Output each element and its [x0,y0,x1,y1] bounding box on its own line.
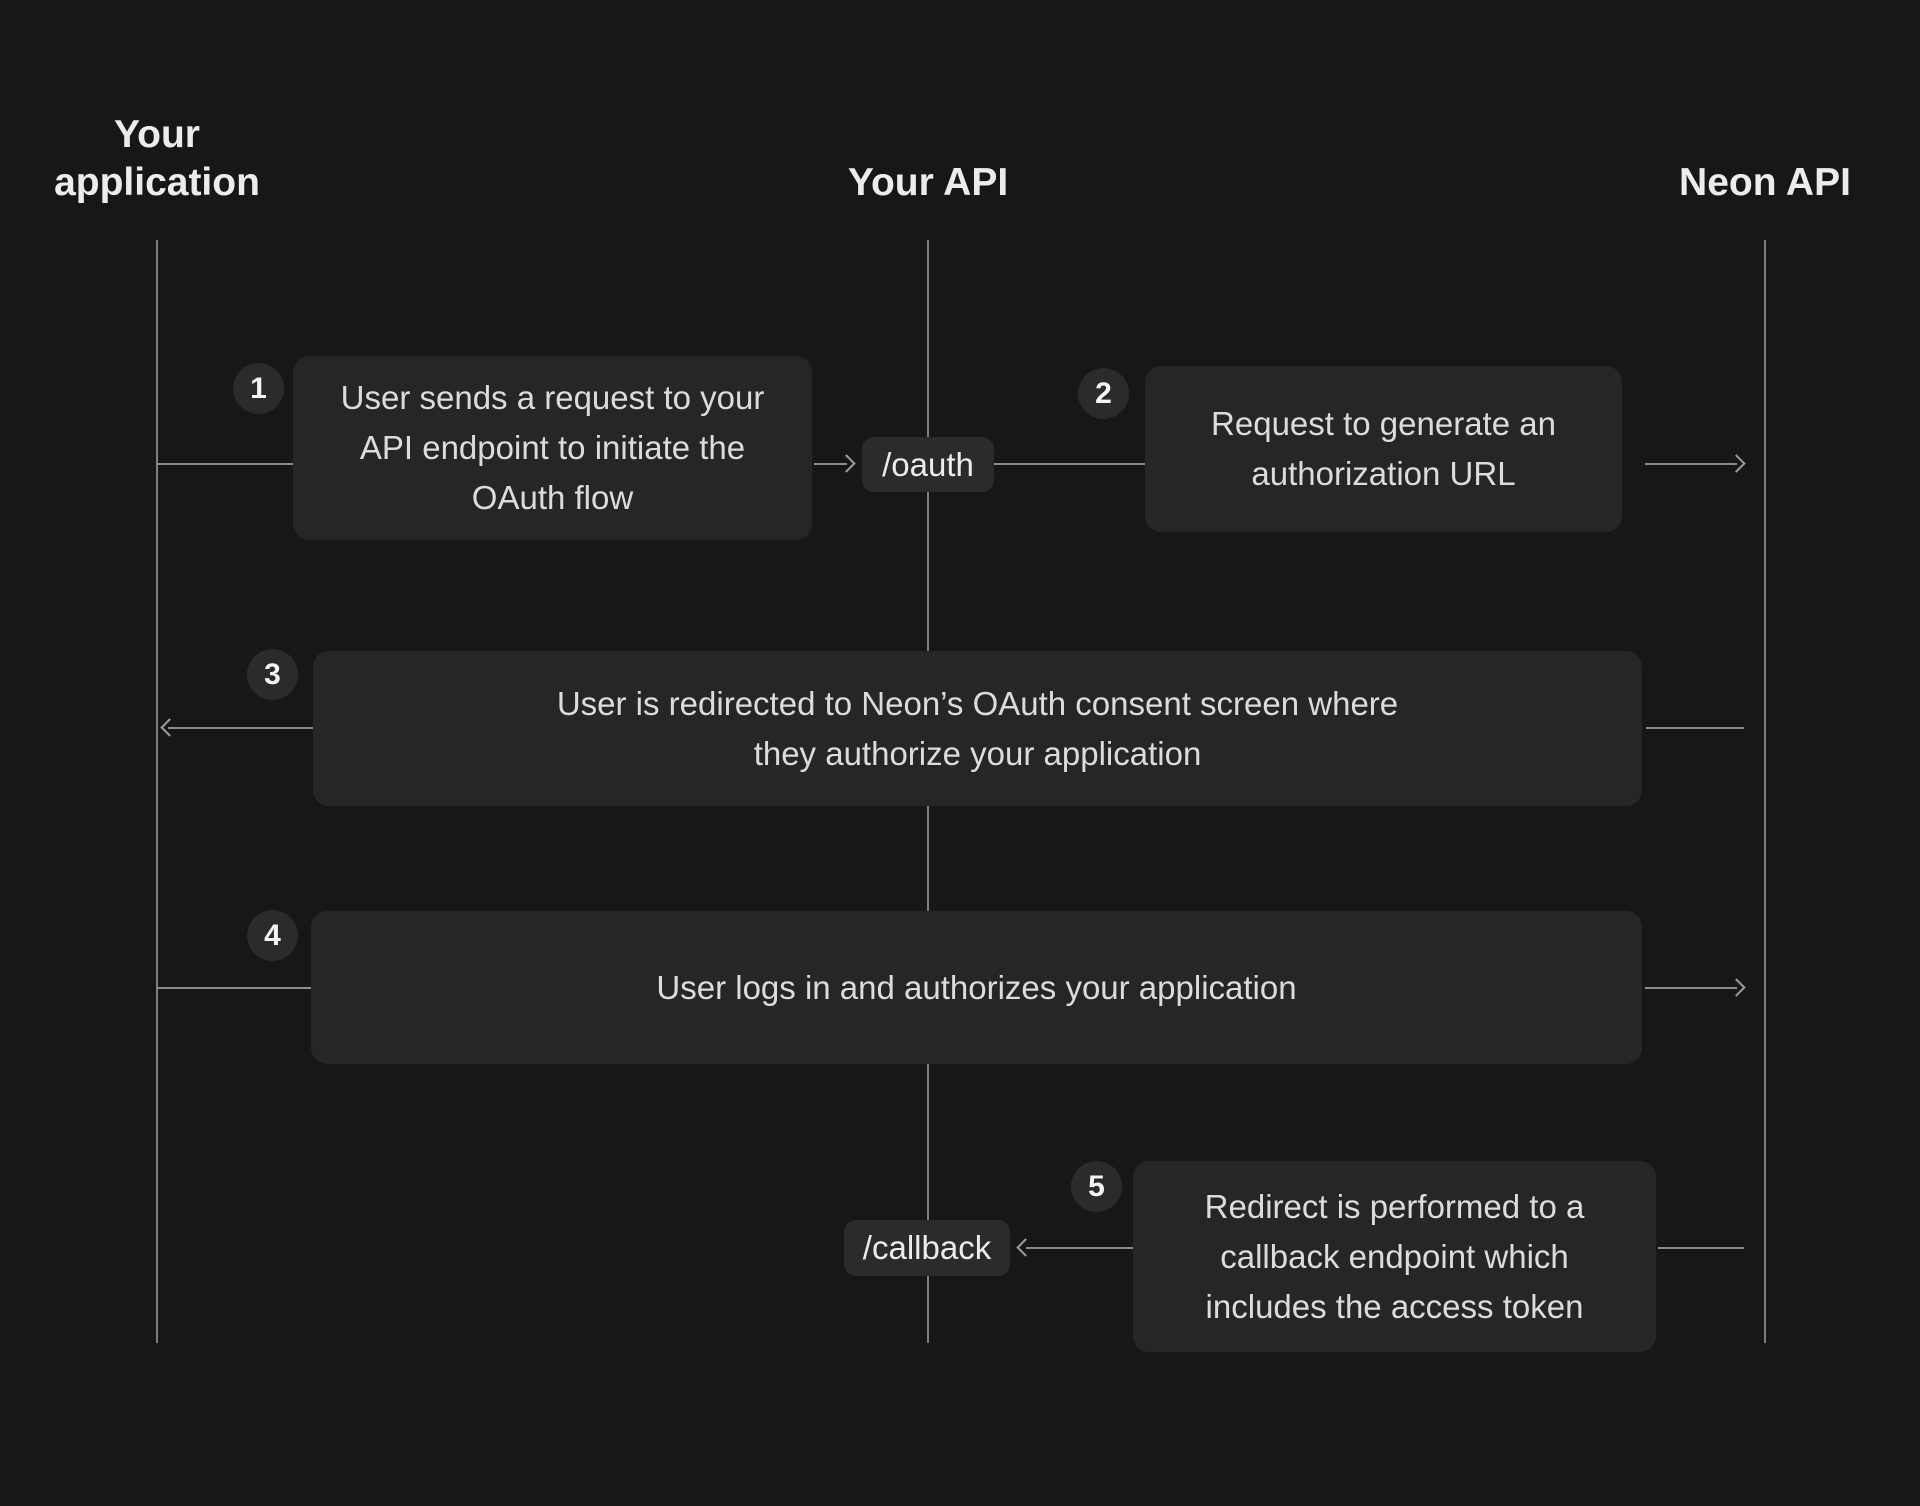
actor-label: Your application [54,113,260,204]
step-3-badge: 3 [247,649,298,700]
step-2-badge: 2 [1078,368,1129,419]
actor-your-api: Your API [778,77,1078,207]
endpoint-oauth-label: /oauth [882,445,974,483]
actor-neon-api: Neon API [1615,77,1915,207]
actor-label: Neon API [1679,161,1851,204]
connector-step3-from-neon [1646,727,1744,729]
step-3-text: User is redirected to Neon’s OAuth conse… [556,684,1399,772]
connector-step1-from-application [157,463,293,465]
step-1-box: User sends a request to your API endpoin… [293,356,812,540]
endpoint-callback-chip: /callback [844,1220,1010,1276]
step-3-box: User is redirected to Neon’s OAuth conse… [313,651,1642,806]
connector-step4-to-neon [1645,987,1737,989]
connector-step5-from-neon [1658,1247,1744,1249]
connector-oauth-to-step2 [994,463,1145,465]
lifeline-your-application [156,240,158,1343]
step-5-text: Redirect is performed to a callback endp… [1204,1187,1585,1325]
connector-step4-from-application [157,987,311,989]
endpoint-callback-label: /callback [862,1229,992,1266]
actor-label: Your API [847,161,1009,204]
connector-step5-to-callback [1026,1247,1133,1249]
step-1-badge: 1 [233,363,284,414]
arrowhead-right-icon [1727,454,1746,473]
step-5-box: Redirect is performed to a callback endp… [1133,1161,1656,1352]
step-1-text: User sends a request to your API endpoin… [340,379,765,516]
step-5-badge: 5 [1071,1161,1122,1212]
step-2-box: Request to generate an authorization URL [1145,366,1622,532]
step-4-badge: 4 [247,910,298,961]
actor-your-application: Your application [37,77,277,207]
step-4-box: User logs in and authorizes your applica… [311,911,1642,1064]
step-4-text: User logs in and authorizes your applica… [656,968,1297,1006]
step-2-text: Request to generate an authorization URL [1211,405,1556,492]
arrowhead-right-icon [837,454,856,473]
connector-step2-to-neon [1645,463,1737,465]
lifeline-neon-api [1764,240,1766,1343]
endpoint-oauth-chip: /oauth [862,437,994,492]
arrowhead-right-icon [1727,978,1746,997]
connector-step3-to-application [168,727,313,729]
connector-step1-to-oauth [814,463,847,465]
